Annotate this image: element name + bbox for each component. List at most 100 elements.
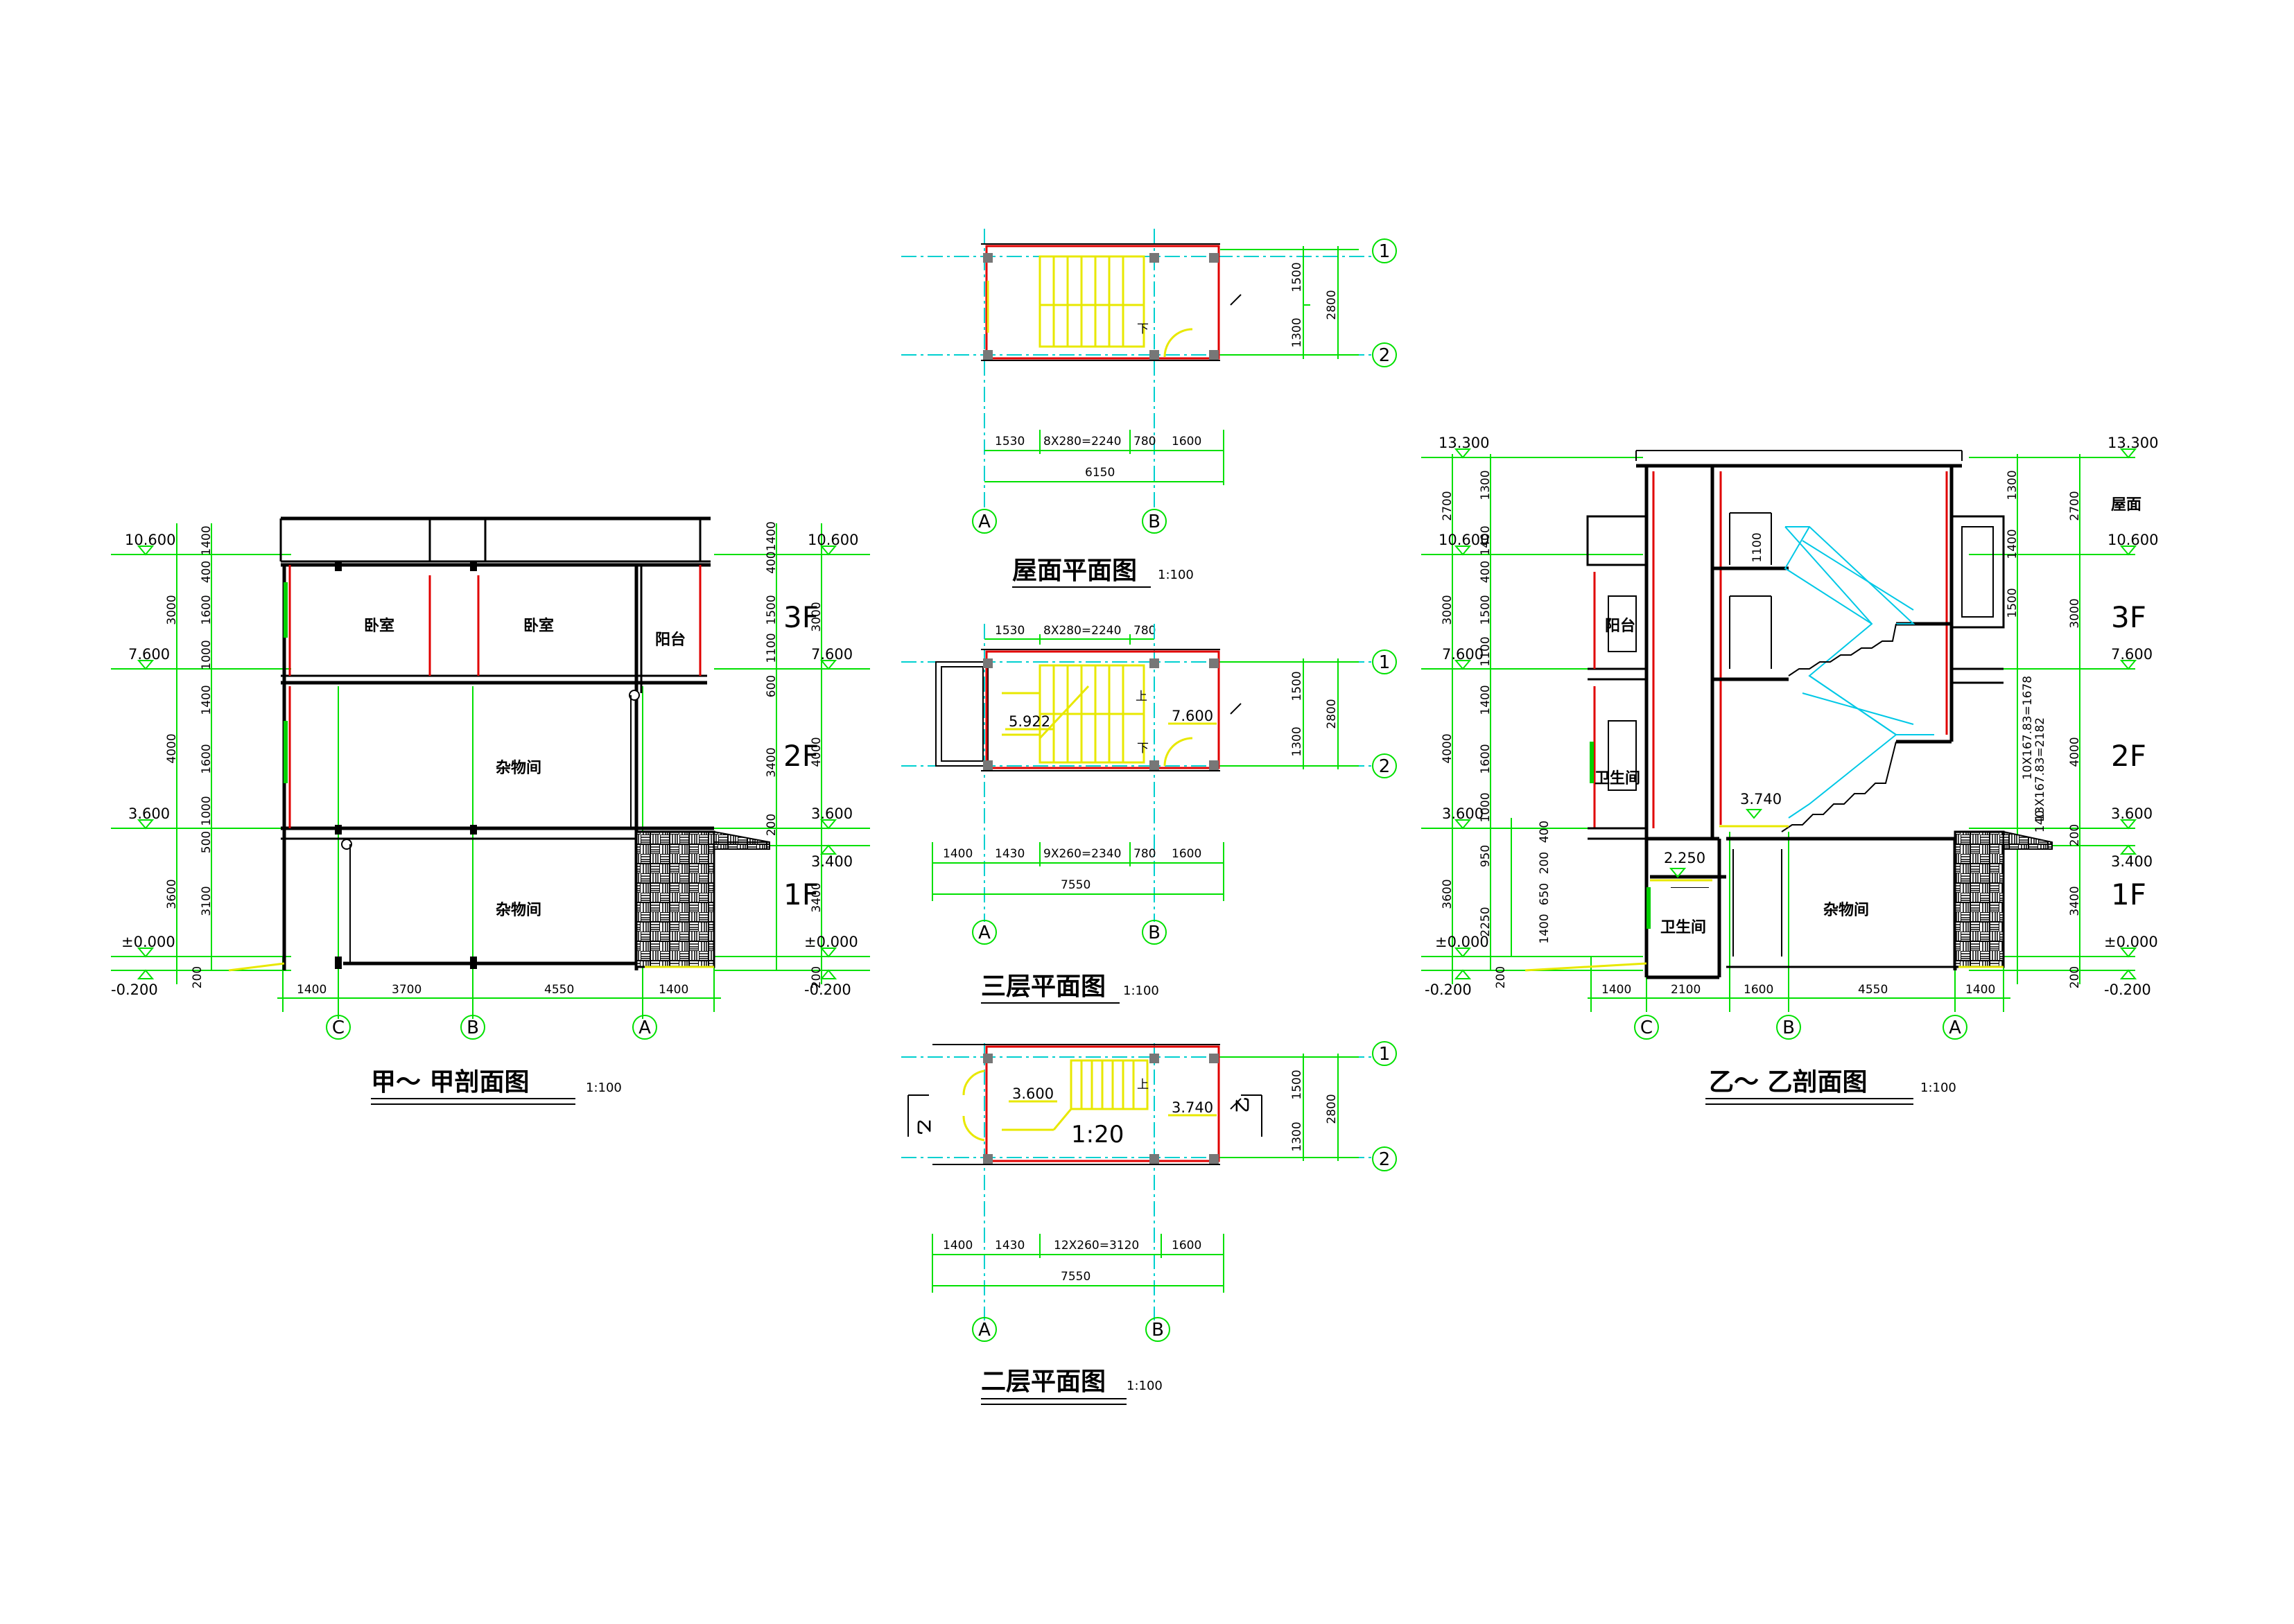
elevation-label: 7.600 bbox=[128, 646, 170, 663]
section-b-elev-right: 13.300 10.600 7.600 3.600 3.400 ±0.000 -… bbox=[2104, 435, 2158, 998]
axis-bubble-1: 1 bbox=[1379, 652, 1391, 673]
dimension-text: 1400 bbox=[1965, 983, 1995, 997]
dimension-text: 1400 bbox=[1479, 685, 1493, 715]
scale-label: 1:100 bbox=[1158, 568, 1194, 582]
axis-bubble-b: B bbox=[1148, 923, 1161, 943]
axis-bubble-b: B bbox=[1148, 512, 1161, 532]
section-a-elev-right: 10.600 7.600 3.600 3.400 ±0.000 -0.200 bbox=[804, 532, 858, 998]
dimension-text: 140 bbox=[2033, 810, 2047, 832]
elevation-label: -0.200 bbox=[1425, 981, 1472, 998]
third-stair bbox=[1002, 664, 1145, 764]
dimension-text: 2250 bbox=[1479, 907, 1493, 936]
section-b-structure bbox=[1524, 450, 2053, 979]
elevation-label: ±0.000 bbox=[2104, 934, 2158, 950]
dimension-text: 2800 bbox=[1325, 699, 1339, 728]
axis-bubble-a: A bbox=[978, 923, 991, 943]
dimension-text: 1100 bbox=[1479, 636, 1493, 666]
elevation-label: 7.600 bbox=[2111, 646, 2153, 663]
section-a-axes: C B A bbox=[326, 1015, 657, 1040]
section-b-dims-left: 2700 3000 4000 3600 200 1300 1400 400 15… bbox=[1441, 470, 1552, 988]
dimension-text: 2700 bbox=[1441, 491, 1454, 521]
elevation-label: -0.200 bbox=[111, 981, 158, 998]
dimension-text: 1400 bbox=[1479, 525, 1493, 555]
dimension-text: 200 bbox=[191, 966, 205, 988]
elevation-label: 13.300 bbox=[2108, 435, 2158, 451]
drawing-title: 三层平面图 bbox=[981, 972, 1106, 1001]
dimension-text: 1600 bbox=[200, 595, 214, 625]
roof-label: 屋面 bbox=[2111, 496, 2141, 514]
dimension-text: 200 bbox=[810, 966, 824, 988]
section-b-elev-left: 13.300 10.600 7.600 3.600 ±0.000 -0.200 bbox=[1425, 435, 1489, 998]
dimension-text: 2100 bbox=[1671, 983, 1701, 997]
dimension-text: 1300 bbox=[1290, 1121, 1304, 1151]
section-b-dims-bottom: 1400 2100 1600 4550 1400 bbox=[1601, 983, 1995, 997]
dimension-text: 1600 bbox=[1479, 744, 1493, 774]
elevation-label: 3.600 bbox=[1012, 1085, 1054, 1102]
axis-bubble-1: 1 bbox=[1379, 1044, 1391, 1065]
section-mark: 乙 bbox=[914, 1119, 932, 1135]
dimension-text: 4000 bbox=[2068, 737, 2082, 767]
elevation-label: ±0.000 bbox=[804, 934, 858, 950]
section-b-axes: C B A bbox=[1634, 1015, 1967, 1040]
dimension-text: 1400 bbox=[200, 525, 214, 555]
section-b: 13.300 10.600 7.600 3.600 ±0.000 -0.200 … bbox=[1421, 435, 2158, 1105]
dimension-text: 1500 bbox=[2006, 588, 2019, 618]
axis-bubble-c: C bbox=[332, 1018, 345, 1038]
scale-label: 1:100 bbox=[1127, 1379, 1163, 1393]
dimension-text: 1400 bbox=[943, 847, 973, 861]
dimension-text: 2800 bbox=[1325, 1094, 1339, 1124]
dimension-text: 1430 bbox=[995, 1239, 1025, 1252]
elevation-label: 5.922 bbox=[1009, 713, 1050, 730]
dimension-text: 13X167.83=2182 bbox=[2033, 717, 2047, 821]
section-a-floors: 3F 2F 1F bbox=[783, 600, 819, 911]
roof-stair bbox=[1039, 255, 1145, 348]
dimension-text: 1400 bbox=[1538, 914, 1552, 943]
elevation-label: 3.400 bbox=[811, 853, 853, 870]
dimension-text: 2700 bbox=[2068, 491, 2082, 521]
drawing-title: 乙～ 乙剖面图 bbox=[1709, 1068, 1868, 1097]
room-label: 杂物间 bbox=[496, 901, 541, 919]
dimension-text: 3400 bbox=[2068, 886, 2082, 916]
dimension-text: 1430 bbox=[995, 847, 1025, 861]
dimension-text: 4000 bbox=[165, 733, 179, 763]
dimension-text: 4000 bbox=[1441, 733, 1454, 763]
floor-label: 2F bbox=[2111, 739, 2146, 773]
elevation-label: 3.600 bbox=[2111, 805, 2153, 822]
section-a-elev-left: 10.600 7.600 3.600 ±0.000 -0.200 bbox=[111, 532, 175, 998]
scale-note: 1:20 bbox=[1071, 1121, 1124, 1149]
axis-bubble-b: B bbox=[1152, 1320, 1164, 1341]
section-mark: 乙 bbox=[1235, 1097, 1252, 1112]
dimension-text: 10X167.83=1678 bbox=[2021, 676, 2035, 780]
drawing-title: 二层平面图 bbox=[981, 1368, 1106, 1396]
floor-label: 1F bbox=[783, 878, 819, 911]
dimension-text: 3400 bbox=[765, 747, 779, 777]
dimension-text: 8X280=2240 bbox=[1043, 624, 1121, 638]
scale-label: 1:100 bbox=[1920, 1081, 1956, 1095]
dimension-text: 3000 bbox=[810, 602, 824, 631]
elevation-label: 3.400 bbox=[2111, 853, 2153, 870]
dimension-text: 6150 bbox=[1085, 466, 1115, 480]
dimension-text: 200 bbox=[2068, 824, 2082, 846]
dimension-text: 1000 bbox=[1479, 792, 1493, 822]
section-a-structure bbox=[228, 516, 770, 972]
dimension-text: 1530 bbox=[995, 435, 1025, 448]
room-label: 卫生间 bbox=[1660, 919, 1706, 936]
elevation-label: 3.600 bbox=[1442, 805, 1484, 822]
dimension-text: 780 bbox=[1133, 847, 1156, 861]
room-label: 卧室 bbox=[523, 617, 554, 635]
elevation-label: 3.600 bbox=[128, 805, 170, 822]
room-label: 卧室 bbox=[364, 617, 394, 635]
section-a: 10.600 7.600 3.600 ±0.000 -0.200 10.600 … bbox=[111, 516, 870, 1105]
dimension-text: 950 bbox=[1479, 845, 1493, 867]
floor-label: 1F bbox=[2111, 878, 2146, 911]
dimension-text: 1500 bbox=[765, 595, 779, 625]
dimension-text: 1400 bbox=[200, 685, 214, 715]
dimension-text: 3600 bbox=[1441, 879, 1454, 909]
dimension-text: 780 bbox=[1133, 624, 1156, 638]
axis-bubble-2: 2 bbox=[1379, 1149, 1391, 1170]
dimension-text: 500 bbox=[200, 831, 214, 853]
axis-bubble-a: A bbox=[978, 512, 991, 532]
axis-bubble-a: A bbox=[1949, 1018, 1961, 1038]
dimension-text: 3000 bbox=[2068, 598, 2082, 628]
dimension-text: 1100 bbox=[1750, 532, 1764, 562]
